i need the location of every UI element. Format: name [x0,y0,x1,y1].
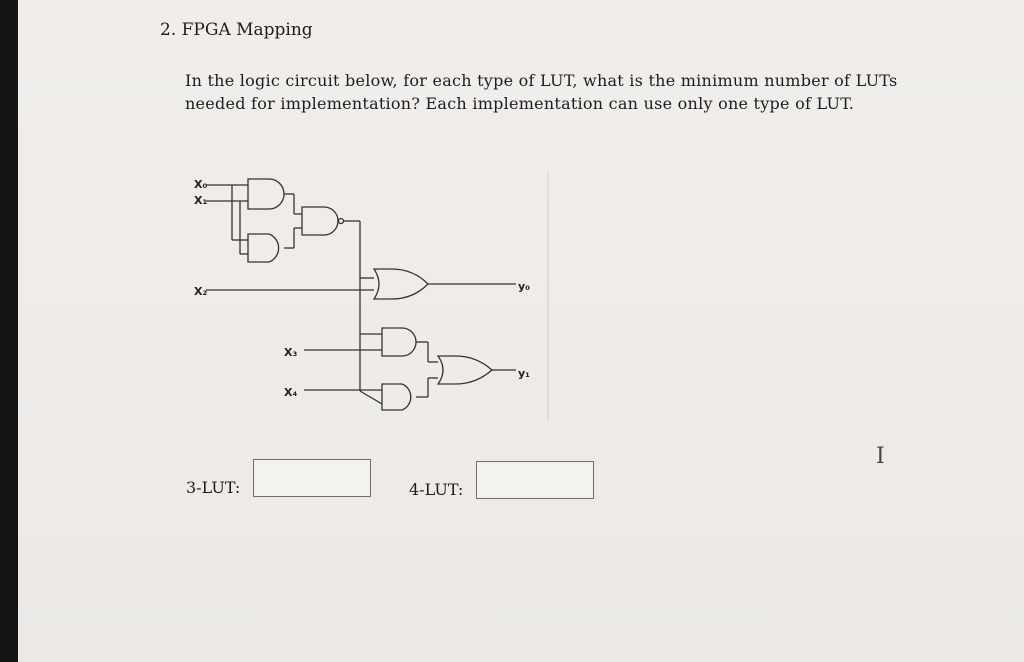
output-label-y1: y₁ [518,367,530,380]
lut3-answer-input[interactable] [253,459,371,497]
logic-circuit-diagram: X₀ X₁ X₂ X₃ X₄ y₀ y₁ [194,172,549,420]
or-gate-d [372,268,429,300]
question-line-2: needed for implementation? Each implemen… [185,94,855,113]
input-label-x2: X₂ [194,285,207,298]
input-label-x0: X₀ [194,178,207,191]
input-label-x3: X₃ [284,346,297,359]
question-page: 2. FPGA Mapping In the logic circuit bel… [18,0,1024,662]
or-gate-g [436,355,493,385]
and-gate-a [247,178,285,210]
lut4-answer-input[interactable] [476,461,594,499]
input-label-x1: X₁ [194,194,207,207]
and-gate-f [381,383,412,411]
input-label-x4: X₄ [284,386,297,399]
lut3-label: 3-LUT: [186,478,241,497]
question-text: In the logic circuit below, for each typ… [185,69,965,115]
and-gate-b [247,233,280,263]
lut4-label: 4-LUT: [409,480,464,499]
output-label-y0: y₀ [518,280,530,293]
text-cursor-icon: I [876,444,885,469]
and-gate-c [301,206,339,236]
question-line-1: In the logic circuit below, for each typ… [185,71,898,90]
and-gate-e [381,327,417,357]
input-wires-x0-x1 [206,184,248,255]
question-title: 2. FPGA Mapping [160,20,313,40]
